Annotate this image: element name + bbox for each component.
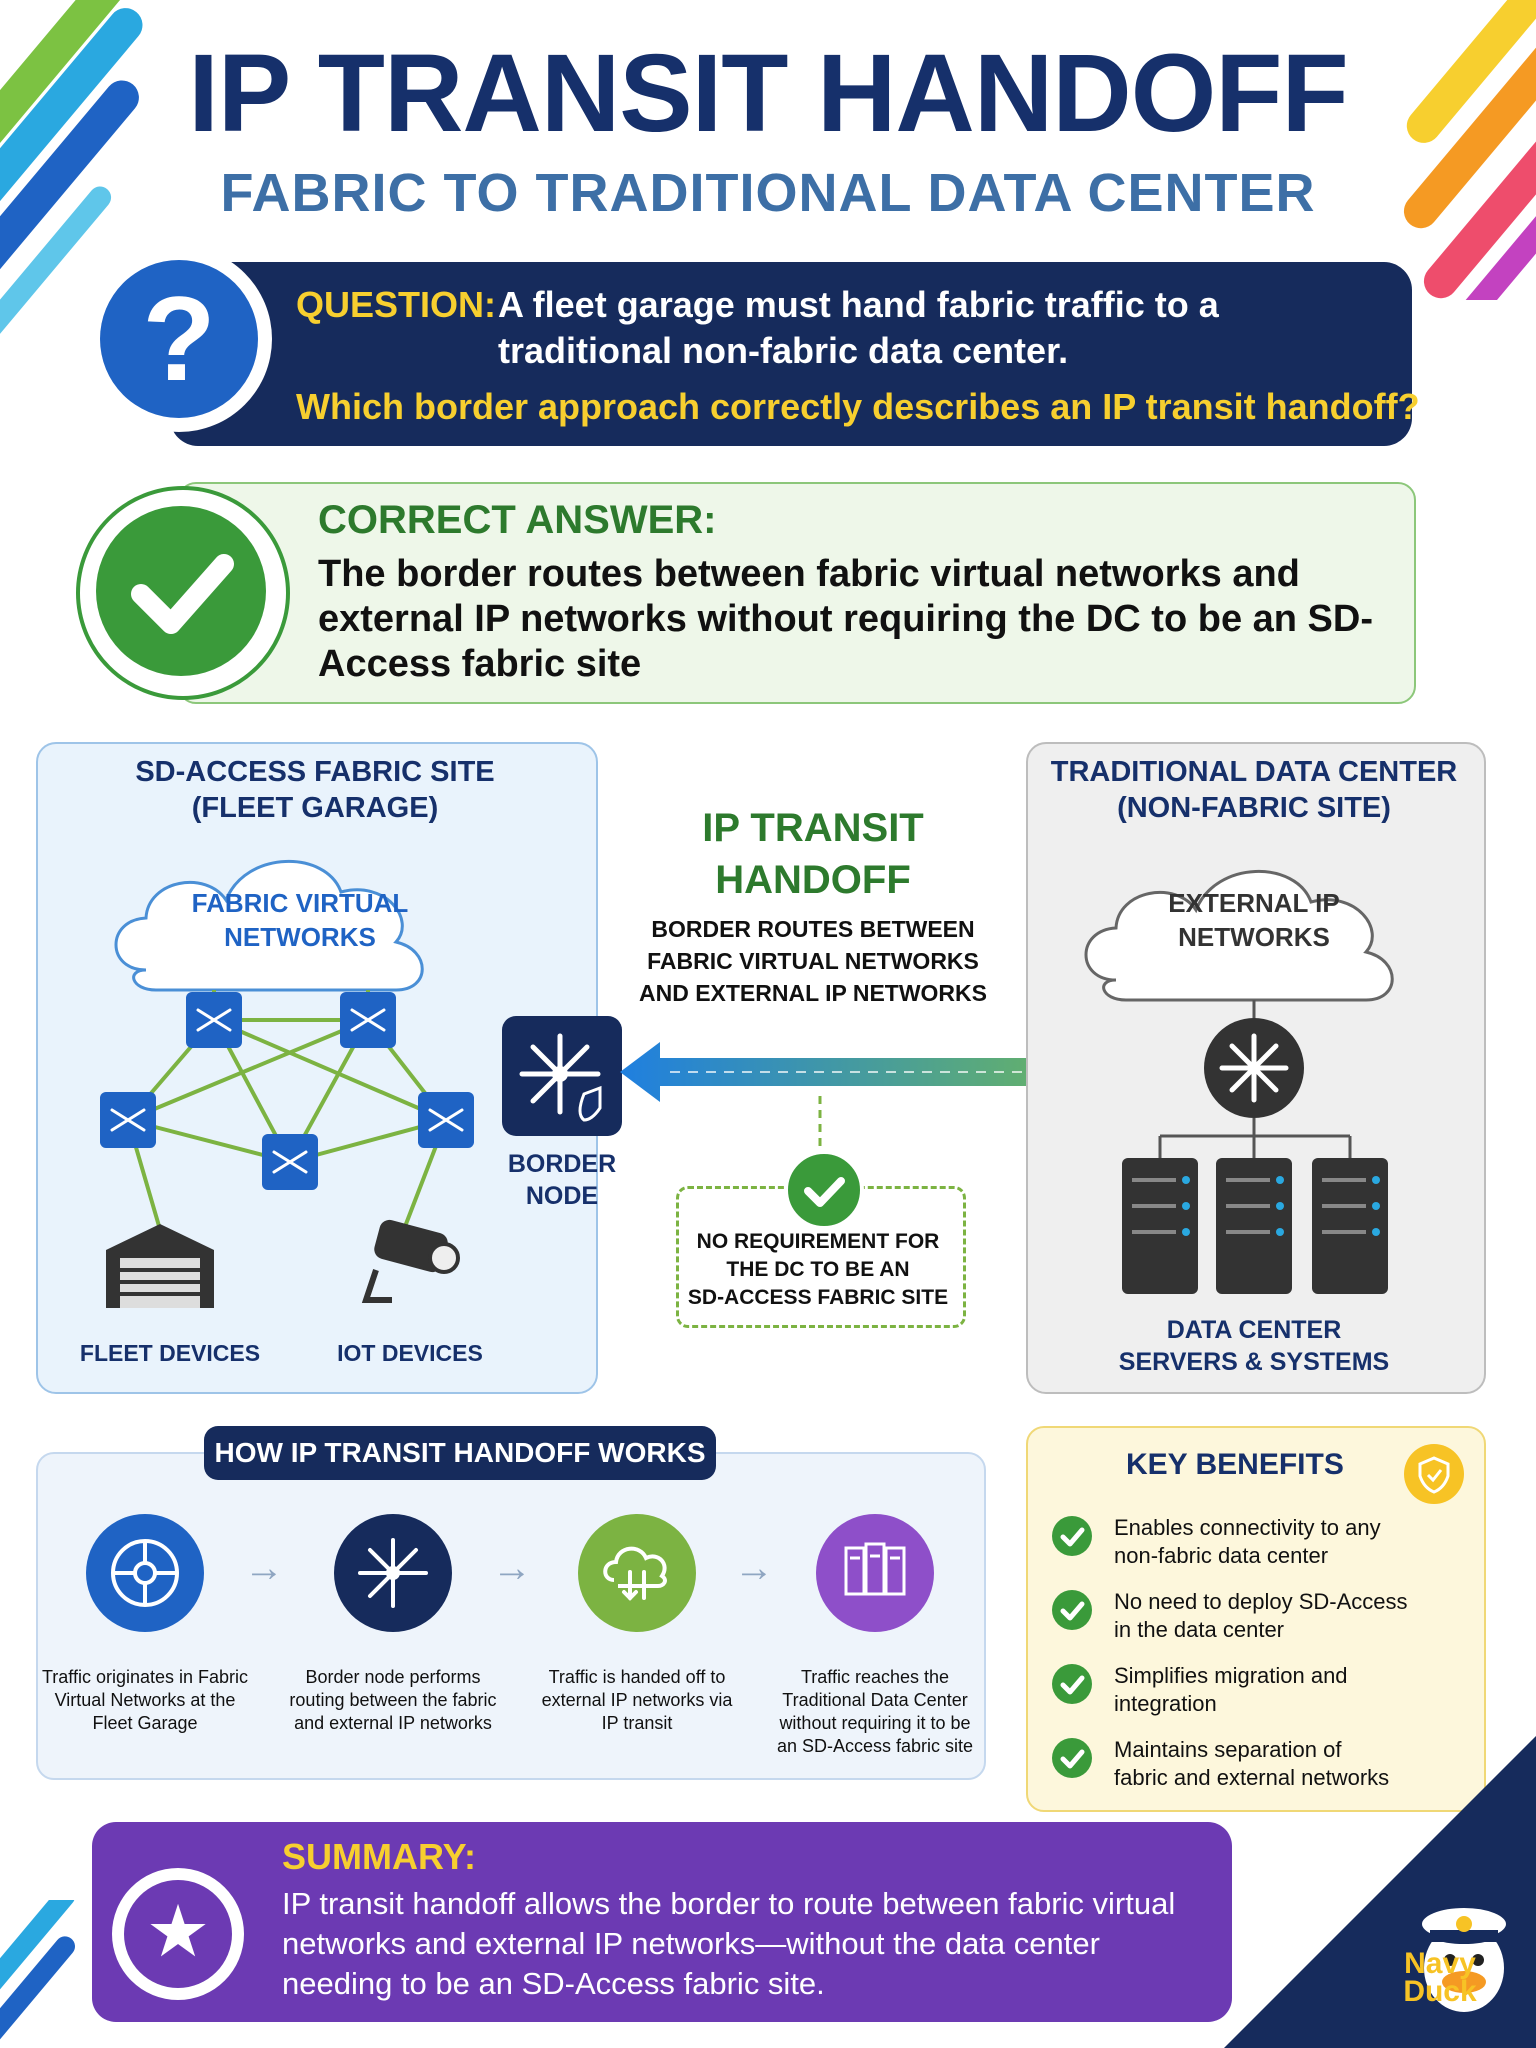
- key-benefits-title: KEY BENEFITS: [1126, 1448, 1344, 1481]
- datacenter-title-2: (NON-FABRIC SITE): [1117, 792, 1391, 824]
- question-banner: [170, 262, 1412, 446]
- navy-duck-logo: [1224, 1736, 1536, 2048]
- benefit-check-icon: [1052, 1590, 1092, 1630]
- border-node-icon: [502, 1016, 622, 1136]
- benefit-1-line-2: non-fabric data center: [1114, 1543, 1329, 1568]
- benefit-check-icon: [1052, 1738, 1092, 1778]
- step-arrow-icon: →: [734, 1546, 774, 1590]
- benefit-2-line-2: in the data center: [1114, 1617, 1285, 1642]
- dashed-connector: [818, 1096, 822, 1156]
- iot-devices-label: IOT DEVICES: [337, 1340, 483, 1366]
- answer-label: CORRECT ANSWER:: [318, 498, 717, 542]
- fabric-cloud-icon: [114, 860, 424, 992]
- benefit-4-line-2: fabric and external networks: [1114, 1765, 1390, 1790]
- benefit-3-line-2: integration: [1114, 1691, 1217, 1716]
- datacenter-step-icon: [816, 1514, 934, 1632]
- check-icon: [96, 506, 266, 676]
- fabric-site-title-2: (FLEET GARAGE): [191, 792, 439, 824]
- benefit-check-icon: [1052, 1516, 1092, 1556]
- handoff-desc-2: FABRIC VIRTUAL NETWORKS: [647, 948, 979, 974]
- fabric-network-diagram: [100, 860, 474, 1308]
- benefit-1-line-1: Enables connectivity to any: [1114, 1515, 1381, 1540]
- datacenter-title-1: TRADITIONAL DATA CENTER: [1050, 756, 1458, 788]
- page-subtitle: FABRIC TO TRADITIONAL DATA CENTER: [220, 163, 1316, 223]
- summary-label: SUMMARY:: [282, 1836, 476, 1877]
- external-cloud-icon: [1084, 870, 1394, 1002]
- network-hub-icon: [86, 1514, 204, 1632]
- summary-text: IP transit handoff allows the border to …: [282, 1886, 1176, 2001]
- handoff-title-2: HANDOFF: [715, 858, 911, 902]
- how-it-works-panel: [36, 1452, 986, 1780]
- step-3-text: Traffic is handed off to external IP net…: [541, 1667, 733, 1733]
- question-label: QUESTION:: [296, 284, 497, 325]
- note-check-icon: [784, 1150, 864, 1230]
- step-2-text: Border node performs routing between the…: [289, 1667, 497, 1733]
- benefit-check-icon: [1052, 1664, 1092, 1704]
- note-line-3: SD-ACCESS FABRIC SITE: [687, 1286, 949, 1309]
- benefit-3-line-1: Simplifies migration and: [1114, 1663, 1348, 1688]
- brand-line-1: Navy: [1404, 1947, 1476, 1980]
- handoff-desc-3: AND EXTERNAL IP NETWORKS: [638, 980, 987, 1006]
- how-it-works-title: HOW IP TRANSIT HANDOFF WORKS: [204, 1426, 716, 1480]
- servers-label-1: DATA CENTER: [1166, 1316, 1342, 1344]
- router-icon: [1204, 1018, 1304, 1118]
- summary-banner: [92, 1822, 1232, 2022]
- page-title: IP TRANSIT HANDOFF: [188, 32, 1348, 155]
- benefit-2-line-1: No need to deploy SD-Access: [1114, 1589, 1408, 1614]
- benefit-4-line-1: Maintains separation of: [1114, 1737, 1342, 1762]
- external-cloud-label-1: EXTERNAL IP: [1168, 888, 1340, 918]
- garage-icon: [106, 1224, 214, 1308]
- handoff-desc-1: BORDER ROUTES BETWEEN: [651, 916, 975, 942]
- fabric-site-title-1: SD-ACCESS FABRIC SITE: [135, 756, 495, 788]
- question-icon: ?: [100, 260, 258, 418]
- handoff-title-1: IP TRANSIT: [702, 806, 924, 850]
- border-node-step-icon: [334, 1514, 452, 1632]
- cloud-transit-icon: [578, 1514, 696, 1632]
- answer-banner: [178, 482, 1416, 704]
- step-4-text: Traffic reaches the Traditional Data Cen…: [776, 1667, 974, 1756]
- step-arrow-icon: →: [492, 1546, 532, 1590]
- shield-icon: [1404, 1444, 1464, 1504]
- note-line-2: THE DC TO BE AN: [726, 1258, 910, 1281]
- server-rack-icon: [1122, 1158, 1388, 1294]
- border-node-label-1: BORDER: [507, 1150, 617, 1178]
- brand-line-2: Duck: [1403, 1975, 1477, 2008]
- iot-camera-icon: [361, 1219, 460, 1303]
- servers-label-2: SERVERS & SYSTEMS: [1118, 1348, 1390, 1376]
- question-line-1: A fleet garage must hand fabric traffic …: [498, 284, 1219, 325]
- answer-text: The border routes between fabric virtual…: [318, 553, 1373, 685]
- external-cloud-label-2: NETWORKS: [1178, 922, 1330, 952]
- datacenter-diagram: [1084, 870, 1394, 1294]
- fleet-devices-label: FLEET DEVICES: [79, 1340, 261, 1366]
- step-arrow-icon: →: [244, 1546, 284, 1590]
- fabric-cloud-label-2: NETWORKS: [224, 922, 376, 952]
- star-icon: ★: [124, 1880, 232, 1988]
- fabric-cloud-label-1: FABRIC VIRTUAL: [191, 888, 409, 918]
- question-line-2: traditional non-fabric data center.: [498, 330, 1069, 371]
- step-1-text: Traffic originates in Fabric Virtual Net…: [41, 1667, 249, 1733]
- question-prompt: Which border approach correctly describe…: [296, 386, 1420, 427]
- border-node-label-2: NODE: [525, 1182, 599, 1210]
- decor-stripes-bottom-left: [0, 1900, 80, 2048]
- note-line-1: NO REQUIREMENT FOR: [696, 1230, 940, 1253]
